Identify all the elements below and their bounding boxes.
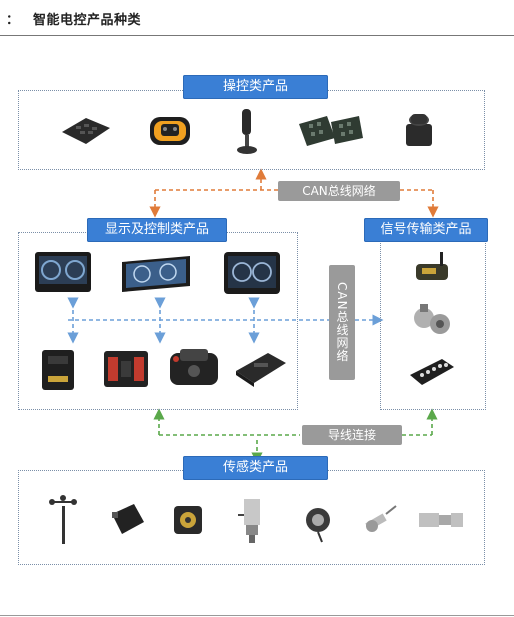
dashboard-display-icon [35,252,91,292]
angle-sensor-icon [174,506,202,534]
round-gauge-display-icon [224,252,280,294]
distribution-box-icon [410,359,454,385]
cable-connector-icon [419,513,463,527]
connector-hub-icon [414,304,450,334]
ecu-icon [236,353,286,387]
controller-module-icon [42,350,74,390]
can-bus-label: CAN总线网络 [278,181,400,201]
header-divider [0,35,514,36]
rotary-encoder-icon [306,508,330,543]
wireless-module-icon [416,252,448,280]
page-header: ： 智能电控产品种类 [0,0,514,36]
controller-module-icon [104,351,148,387]
control-products-label: 操控类产品 [183,75,328,99]
joystick-icon [237,109,257,154]
can-bus-arrows [149,168,439,218]
tilt-sensor-icon [112,504,144,534]
remote-controller-icon [150,117,190,145]
rotary-knob-icon [406,114,432,146]
signal-products-label: 信号传输类产品 [364,218,488,242]
keypad-icon [62,118,110,144]
footer-divider [0,615,514,616]
display-control-products-label: 显示及控制类产品 [87,218,227,242]
pressure-sensor-icon [238,499,260,543]
can-bus-vertical-label: CAN总线网络 [329,265,355,380]
page-title: 智能电控产品种类 [33,13,142,28]
wiring-arrows [153,408,438,464]
button-panel-icon [299,116,363,146]
rugged-controller-icon [170,349,218,385]
cluster-display-icon [122,256,190,292]
sensor-products-label: 传感类产品 [183,456,328,480]
signal-arrows [67,297,384,344]
proximity-sensor-icon [365,505,397,532]
anemometer-icon [49,495,77,544]
wiring-label: 导线连接 [302,425,402,445]
header-prefix: ： [6,13,20,28]
